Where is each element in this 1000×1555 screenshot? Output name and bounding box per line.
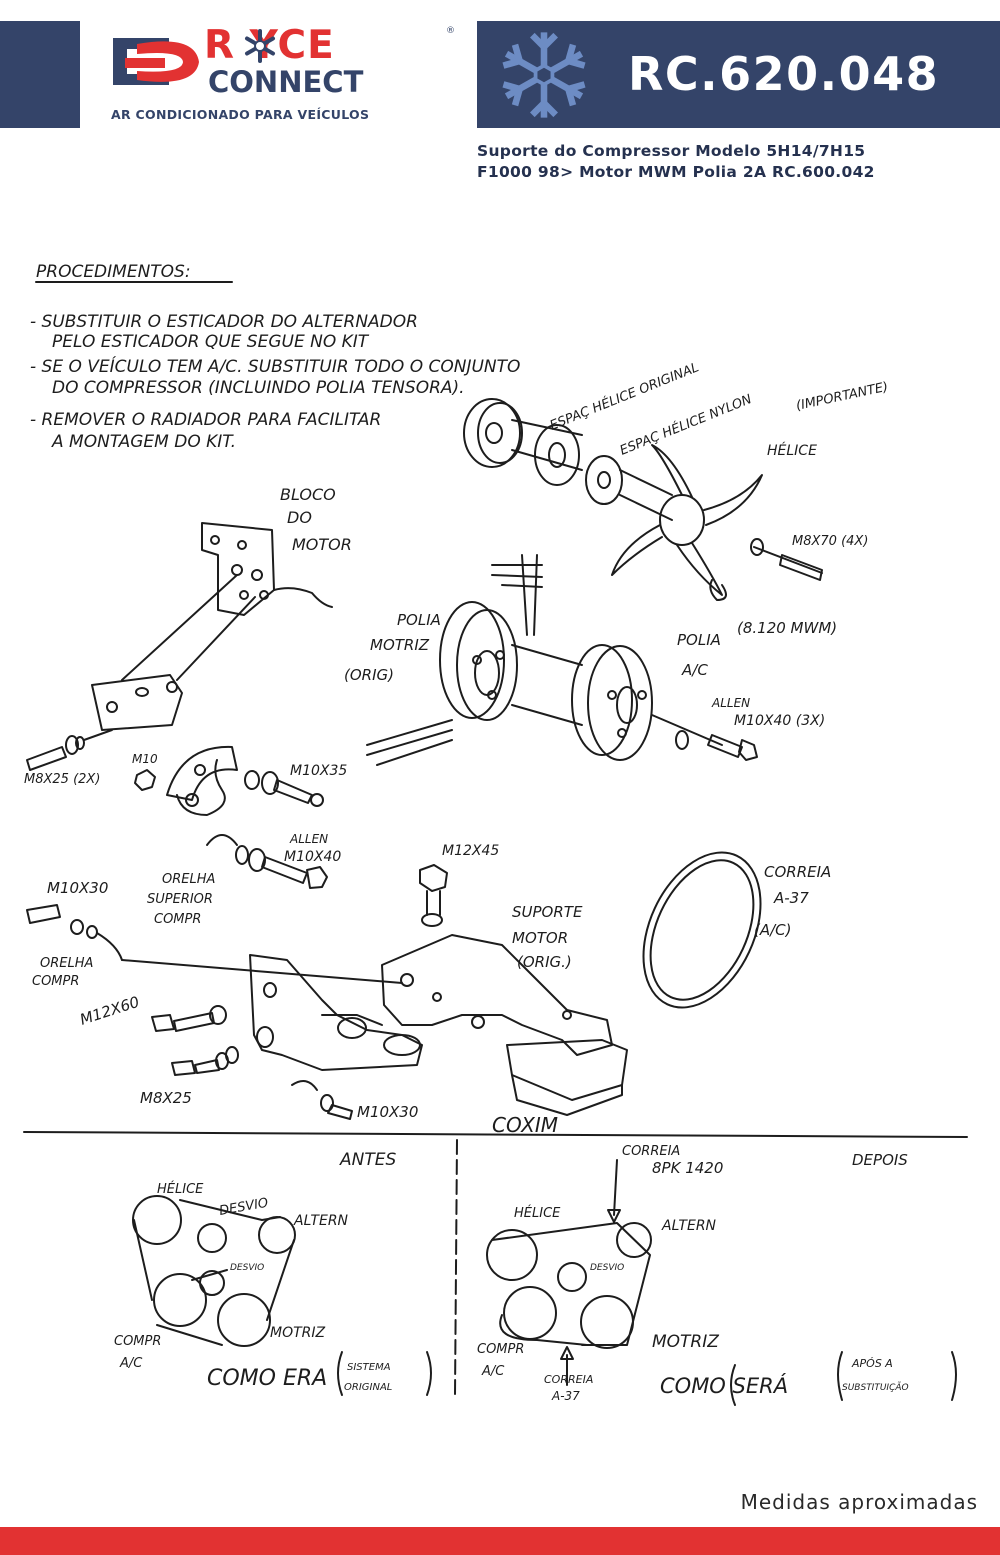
- label-allen-a: ALLEN: [289, 832, 328, 846]
- label-m8x25-2x: M8X25 (2X): [24, 772, 100, 787]
- label-m8x25: M8X25: [140, 1089, 192, 1107]
- label-orelha-sup-2: SUPERIOR: [147, 892, 213, 907]
- procedure-2b: DO COMPRESSOR (INCLUINDO POLIA TENSORA).: [52, 378, 465, 398]
- label-coxim: COXIM: [492, 1113, 558, 1137]
- header-left-block: [0, 21, 80, 128]
- label-m12x45: M12X45: [442, 843, 499, 859]
- label-orelha-comp-1: ORELHA: [40, 956, 93, 971]
- after-correia-top-1: CORREIA: [622, 1144, 680, 1159]
- label-m8x70: M8X70 (4X): [792, 534, 868, 549]
- label-importante: (IMPORTANTE): [795, 380, 890, 414]
- label-polia-ac-spec: (8.120 MWM): [737, 619, 837, 637]
- before-note-2: ORIGINAL: [344, 1382, 392, 1393]
- before-ac: A/C: [119, 1356, 143, 1371]
- procedure-1a: - SUBSTITUIR O ESTICADOR DO ALTERNADOR: [30, 312, 418, 332]
- after-note-1: APÓS A: [851, 1357, 893, 1370]
- brand-name-royce: R YCE: [204, 23, 335, 68]
- label-allen-b: M10X40: [284, 849, 341, 865]
- label-polia-motriz-2: MOTRIZ: [370, 636, 430, 654]
- after-correia-top-2: 8PK 1420: [652, 1159, 723, 1177]
- snowflake-icon: [502, 32, 586, 118]
- before-helice: HÉLICE: [157, 1181, 204, 1197]
- label-polia-motriz-1: POLIA: [397, 611, 441, 629]
- before-title: ANTES: [339, 1150, 396, 1170]
- procedure-1b: PELO ESTICADOR QUE SEGUE NO KIT: [52, 332, 370, 352]
- footer-note: Medidas aproximadas: [740, 1490, 978, 1514]
- label-bloco-1: BLOCO: [280, 485, 336, 504]
- after-caption: COMO SERÁ: [660, 1373, 788, 1398]
- before-caption: COMO ERA: [207, 1366, 327, 1391]
- before-altern: ALTERN: [293, 1213, 349, 1229]
- label-bloco-2: DO: [287, 508, 312, 527]
- label-polia-ac-2: A/C: [681, 661, 708, 679]
- logo-emblem-icon: [113, 38, 199, 85]
- label-suporte-3: (ORIG.): [517, 953, 572, 971]
- product-description: Suporte do Compressor Modelo 5H14/7H15 F…: [477, 141, 875, 183]
- after-ac: A/C: [481, 1364, 505, 1379]
- label-m10: M10: [132, 752, 158, 766]
- label-m12x60: M12X60: [78, 993, 142, 1029]
- before-motriz: MOTRIZ: [270, 1325, 326, 1341]
- label-allen-3x-a: ALLEN: [711, 696, 750, 710]
- after-correia-a37-1: CORREIA: [544, 1373, 593, 1386]
- label-polia-motriz-3: (ORIG): [344, 666, 394, 684]
- label-suporte-1: SUPORTE: [512, 903, 583, 921]
- procedure-3b: A MONTAGEM DO KIT.: [51, 432, 236, 452]
- before-note-1: SISTEMA: [347, 1362, 391, 1373]
- label-correia-1: CORREIA: [764, 863, 831, 881]
- after-correia-a37-2: A-37: [551, 1389, 580, 1403]
- label-espac-nylon: ESPAÇ HÉLICE NYLON: [618, 391, 755, 459]
- after-helice: HÉLICE: [514, 1205, 561, 1221]
- procedure-3a: - REMOVER O RADIADOR PARA FACILITAR: [30, 410, 381, 430]
- description-line-2: F1000 98> Motor MWM Polia 2A RC.600.042: [477, 163, 875, 181]
- drawing-canvas: PROCEDIMENTOS: - SUBSTITUIR O ESTICADOR …: [23, 262, 968, 1406]
- royce-connect-logo: R YCE ® CONNECT AR CONDICIONADO PARA VEÍ…: [107, 24, 465, 124]
- label-helice: HÉLICE: [767, 442, 817, 459]
- logo-snowflake-icon: [245, 29, 275, 63]
- label-m10x30-a: M10X30: [47, 879, 108, 897]
- after-motriz: MOTRIZ: [652, 1332, 719, 1352]
- after-note-2: SUBSTITUIÇÃO: [842, 1382, 909, 1393]
- after-title: DEPOIS: [852, 1151, 908, 1169]
- label-allen-3x-b: M10X40 (3X): [734, 713, 825, 729]
- product-code: RC.620.048: [628, 47, 940, 101]
- label-orelha-sup-3: COMPR: [154, 912, 201, 927]
- procedures-title: PROCEDIMENTOS:: [36, 262, 191, 282]
- before-desvio-2: DESVIO: [230, 1263, 264, 1273]
- label-orelha-comp-2: COMPR: [32, 974, 79, 989]
- before-compr: COMPR: [114, 1334, 161, 1349]
- after-altern: ALTERN: [661, 1218, 717, 1234]
- label-correia-3: (A/C): [754, 921, 792, 939]
- header-right-block: [477, 21, 1000, 128]
- procedure-2a: - SE O VEÍCULO TEM A/C. SUBSTITUIR TODO …: [30, 355, 520, 377]
- label-bloco-3: MOTOR: [292, 535, 352, 554]
- label-m10x30-b: M10X30: [357, 1103, 418, 1121]
- brand-tagline: AR CONDICIONADO PARA VEÍCULOS: [111, 107, 370, 122]
- label-m10x35: M10X35: [290, 763, 347, 779]
- label-correia-2: A-37: [773, 889, 809, 907]
- after-desvio: DESVIO: [590, 1263, 624, 1273]
- footer-bar: [0, 1527, 1000, 1555]
- brand-name-connect: CONNECT: [208, 65, 364, 99]
- label-suporte-2: MOTOR: [512, 929, 568, 947]
- label-polia-ac-1: POLIA: [677, 631, 721, 649]
- description-line-1: Suporte do Compressor Modelo 5H14/7H15: [477, 142, 866, 160]
- installation-drawing: PROCEDIMENTOS: - SUBSTITUIR O ESTICADOR …: [22, 255, 978, 1420]
- after-compr: COMPR: [477, 1342, 524, 1357]
- label-orelha-sup-1: ORELHA: [162, 872, 215, 887]
- registered-mark: ®: [446, 26, 455, 36]
